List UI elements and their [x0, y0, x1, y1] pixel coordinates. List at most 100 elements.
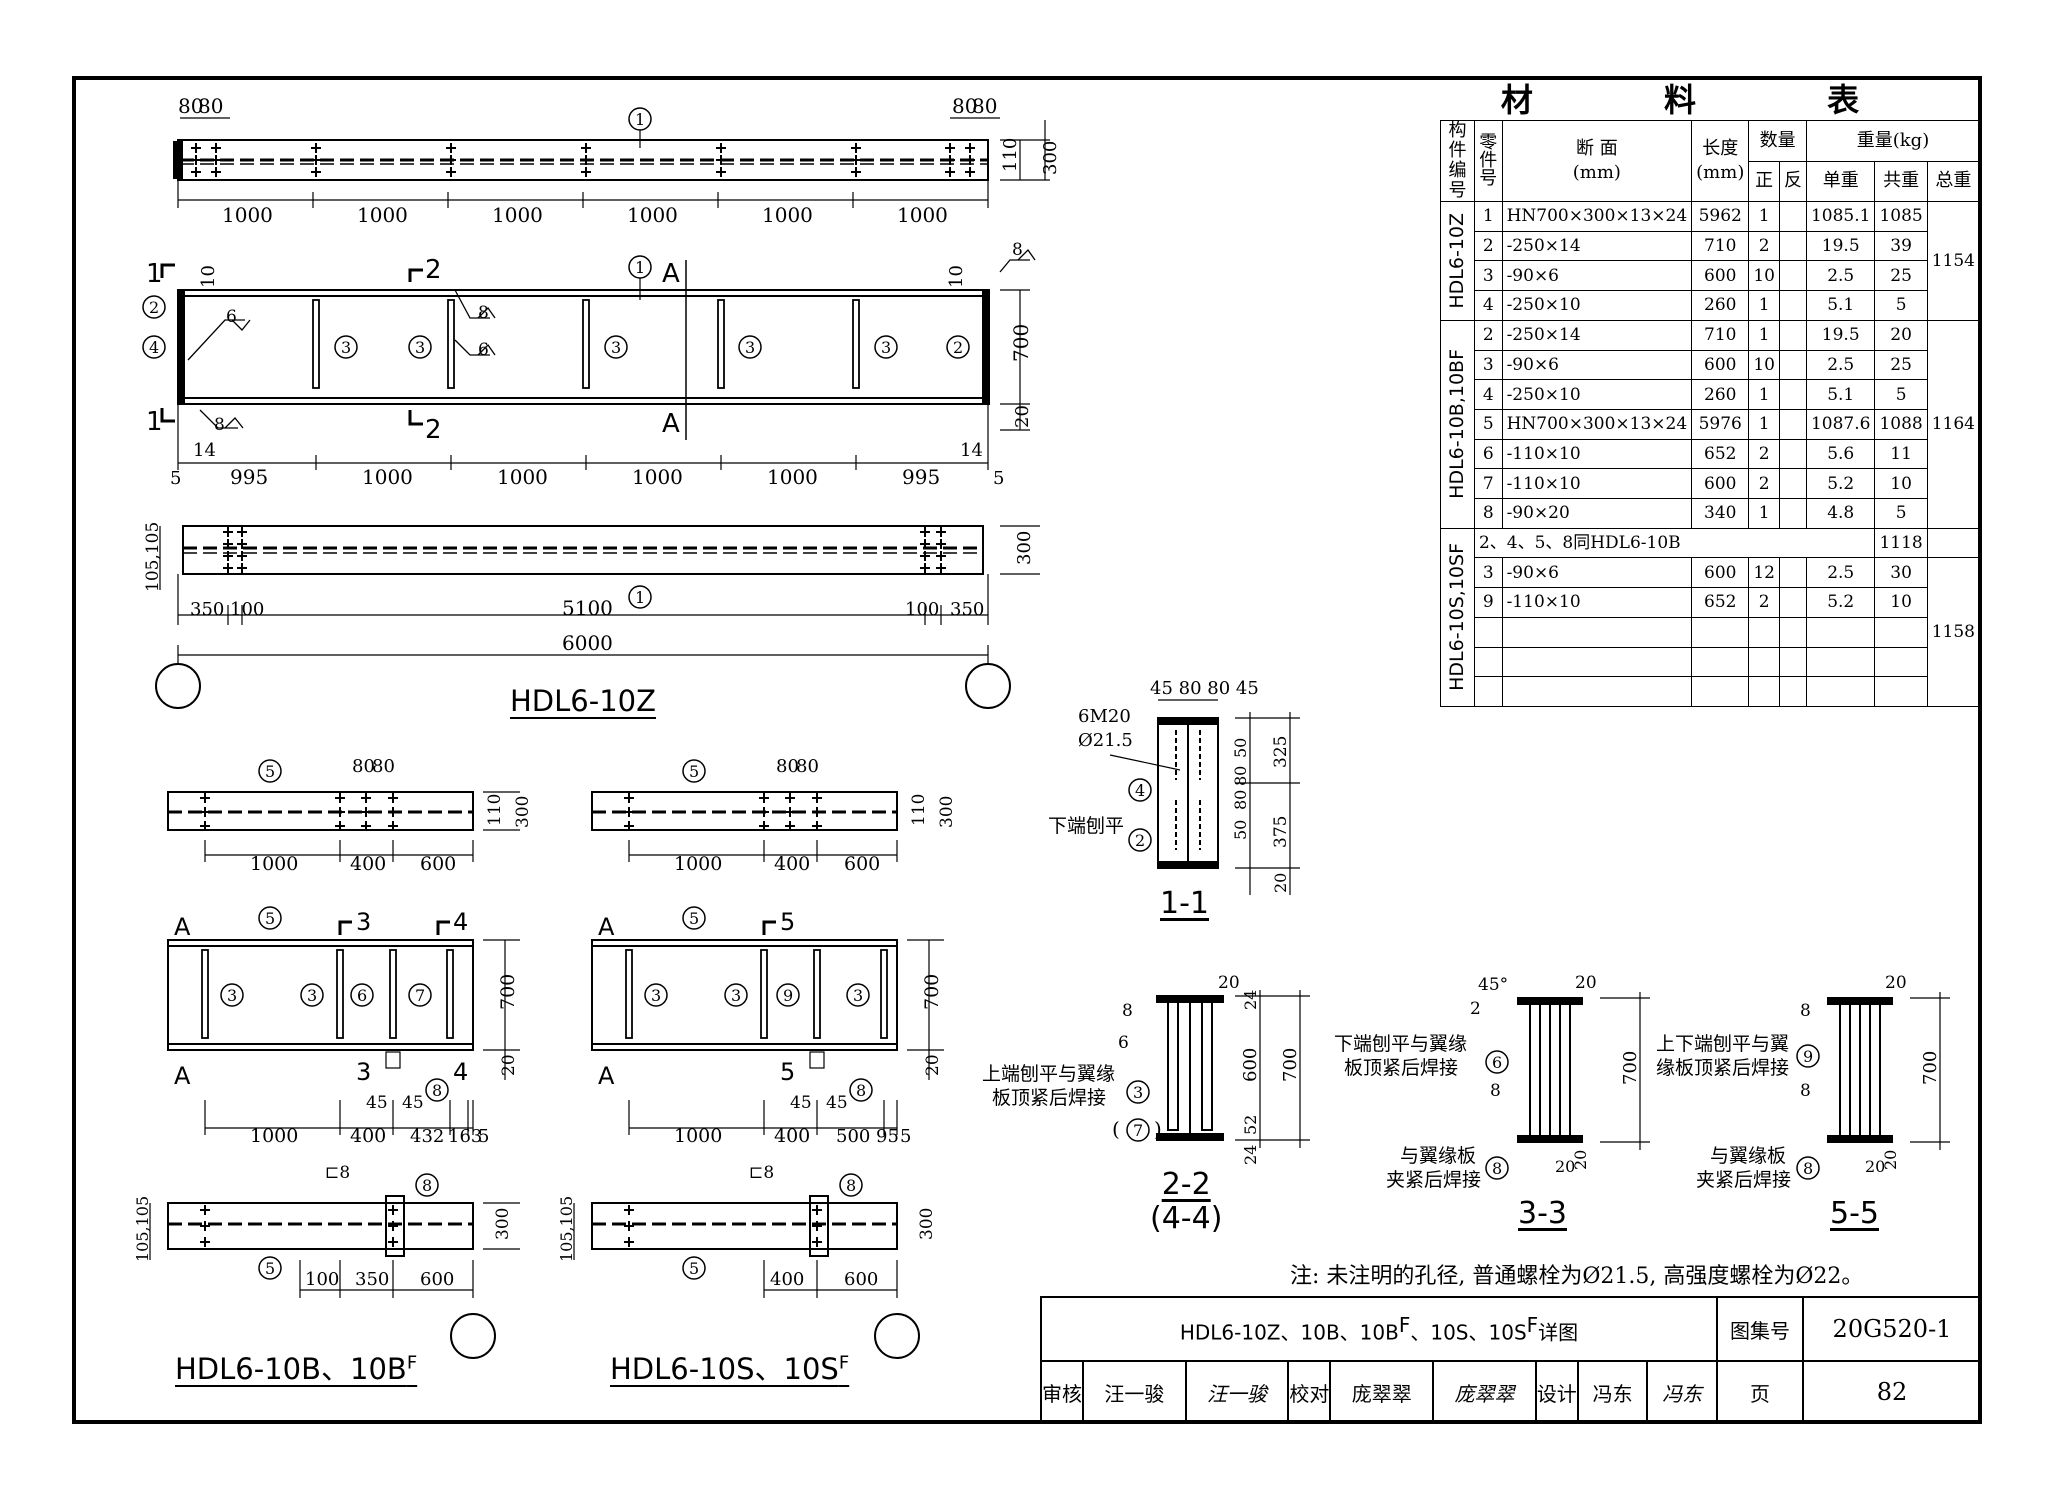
z-top-span: 1000 — [492, 203, 543, 227]
part-no: 2 — [1473, 319, 1503, 351]
s55-note1b: 缘板顶紧后焊接 — [1656, 1057, 1789, 1079]
section: -250×10 — [1501, 379, 1693, 410]
z-plan-100-right: 100 — [905, 599, 939, 620]
hdl6-10z-stiffeners — [312, 299, 860, 389]
s55-note1a: 上下端刨平与翼 — [1656, 1033, 1789, 1055]
section-1-1 — [1109, 699, 1300, 895]
z-plan-105: 105,105 — [143, 522, 163, 592]
sheet-border — [72, 76, 1982, 1424]
b-elev-45b: 45 — [402, 1093, 424, 1113]
s55-weld8b: 8 — [1800, 1081, 1811, 1101]
part-no: 3 — [1473, 557, 1503, 589]
z-elev-dim-14-right: 14 — [960, 440, 983, 461]
length: 652 — [1691, 438, 1750, 470]
axis-bubble-right — [965, 663, 1011, 709]
check-name: 庞翠翠 — [1329, 1360, 1435, 1424]
check-label: 校对 — [1287, 1360, 1332, 1424]
qty-neg — [1778, 587, 1807, 618]
unit-weight: 5.2 — [1805, 587, 1876, 618]
total-weight: 1164 — [1926, 319, 1981, 529]
b-elev-700: 700 — [497, 974, 519, 1010]
svg-text:3: 3 — [1133, 1083, 1143, 1102]
b-plan-350: 350 — [355, 1269, 389, 1290]
sum-weight: 30 — [1874, 557, 1928, 589]
s-elev-5: 5 — [900, 1126, 911, 1147]
empty-cell — [1691, 676, 1750, 708]
label-hdl6-10b: HDL6-10B、10BF — [175, 1352, 418, 1386]
b-top-1000: 1000 — [250, 853, 298, 875]
z-top-dim-80b: 80 — [198, 94, 223, 118]
unit-weight: 5.1 — [1805, 379, 1876, 410]
qty-neg — [1778, 557, 1807, 589]
hdl6-10b-top — [167, 791, 474, 831]
part-ref-8-b-plan: 8 — [415, 1173, 439, 1197]
part-ref-8-s-plan: 8 — [839, 1173, 863, 1197]
b-top-300: 300 — [513, 796, 533, 828]
z-elev-span: 1000 — [632, 465, 683, 489]
part-no: 7 — [1473, 468, 1503, 500]
section: -110×10 — [1501, 438, 1693, 470]
length: 600 — [1691, 260, 1750, 292]
s-cut-5-mark — [762, 920, 776, 935]
s33-note1a: 下端刨平与翼缘 — [1334, 1033, 1467, 1055]
part-ref-3: 3 — [334, 335, 358, 359]
stiffener-plate — [312, 299, 320, 389]
qty-pos: 12 — [1748, 557, 1780, 589]
axis-bubble-b — [450, 1313, 496, 1359]
design-signature: 冯东 — [1646, 1360, 1718, 1424]
s11-50b: 50 — [1231, 820, 1250, 840]
empty-cell — [1473, 616, 1503, 648]
b-elev-45a: 45 — [366, 1093, 388, 1113]
cut-2-bot-label: 2 — [425, 415, 442, 445]
s22-note2: 板顶紧后焊接 — [992, 1087, 1106, 1109]
part-ref-5-s-top: 5 — [682, 759, 706, 783]
svg-text:7: 7 — [415, 986, 425, 1005]
s55-note2a: 与翼缘板 — [1710, 1145, 1786, 1167]
part-ref-8-s-elev: 8 — [849, 1078, 873, 1102]
part-ref-5-b-plan: 5 — [258, 1256, 282, 1280]
part-no: 3 — [1473, 349, 1503, 381]
z-elev-span: 1000 — [767, 465, 818, 489]
hdl6-10z-top-dims — [177, 117, 1050, 208]
part-ref-7-s22: 7 ( ) — [1112, 1117, 1162, 1142]
b-top-dims — [204, 791, 520, 862]
cut-a-top-label: A — [662, 259, 680, 289]
part-ref-5-s-elev: 5 — [682, 906, 706, 930]
section-2-2 — [1156, 990, 1310, 1148]
cut-mark-1 — [160, 263, 175, 423]
s-top-600: 600 — [844, 853, 880, 875]
b-plan-dims — [149, 1202, 520, 1298]
empty-cell — [1748, 616, 1780, 648]
z-elev-dim-10-right: 10 — [946, 265, 967, 288]
qty-neg — [1778, 290, 1807, 321]
weld-6-mid: 6 — [478, 340, 489, 360]
qty-pos: 10 — [1748, 349, 1780, 381]
empty-cell — [1473, 676, 1503, 708]
s22-24a: 24 — [1241, 990, 1260, 1010]
member-label: HDL6-10Z — [1446, 213, 1468, 309]
s-elev-400: 400 — [774, 1125, 810, 1147]
length: 600 — [1691, 468, 1750, 500]
qty-pos: 1 — [1748, 201, 1780, 232]
empty-cell — [1691, 616, 1750, 648]
length: 5962 — [1691, 201, 1750, 232]
s33-weld2: 2 — [1470, 999, 1481, 1019]
b-cut-4-bot: 4 — [453, 1058, 468, 1086]
unit-weight: 5.2 — [1805, 468, 1876, 500]
stiffener-plate — [717, 299, 725, 389]
part-ref-3: 3 — [724, 983, 748, 1007]
part-ref-1-top: 1 — [628, 107, 652, 148]
z-top-span: 1000 — [762, 203, 813, 227]
part-ref-3: 3 — [300, 983, 324, 1007]
qty-pos: 10 — [1748, 260, 1780, 292]
s11-note: 下端刨平 — [1048, 815, 1124, 837]
part-ref-6-s33: 6 — [1485, 1050, 1509, 1074]
s11-80b: 80 — [1231, 790, 1250, 810]
section: HN700×300×13×24 — [1501, 408, 1693, 440]
qty-pos: 1 — [1748, 290, 1780, 321]
